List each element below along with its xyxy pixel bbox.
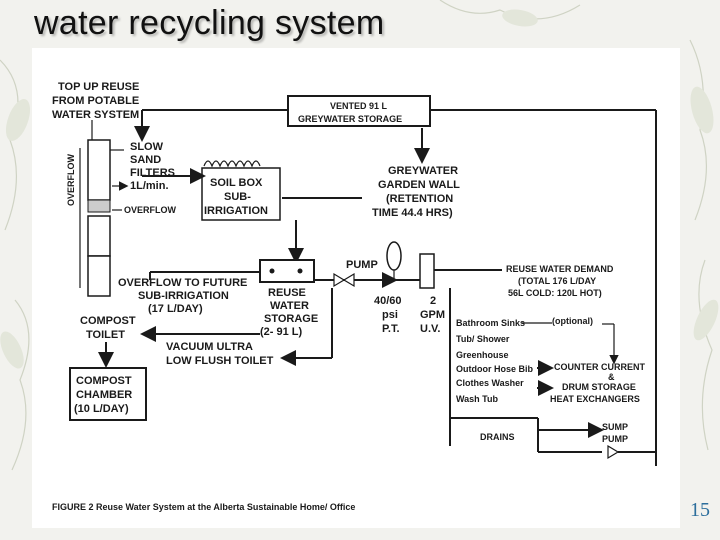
label-demand-3: 56L COLD: 120L HOT) [508,288,602,298]
label-psi-1: 40/60 [374,295,402,307]
diagram-canvas: TOP UP REUSE FROM POTABLE WATER SYSTEM O… [52,81,657,512]
figure-caption: FIGURE 2 Reuse Water System at the Alber… [52,502,355,512]
label-reuse-storage-3: STORAGE [264,313,318,325]
soil-box [201,167,281,221]
label-chamber-3: (10 L/DAY) [74,403,129,415]
label-compost-toilet-2: TOILET [86,329,125,341]
label-chamber-2: CHAMBER [76,389,132,401]
tank-sensor-dot [269,268,275,274]
label-reuse-storage-2: WATER [270,300,309,312]
slide-number: 15 [690,499,710,521]
label-vacuum-1: VACUUM ULTRA [166,341,253,353]
sand-filter-lower [87,215,111,257]
label-counter-4: HEAT EXCHANGERS [550,394,640,404]
sand-filter-upper [87,139,111,201]
label-sump-2: PUMP [602,434,628,444]
label-reuse-storage-1: REUSE [268,287,306,299]
fixture-bathroom-sinks: Bathroom Sinks [456,318,525,328]
label-garden-1: GREYWATER [388,165,458,177]
label-vacuum-2: LOW FLUSH TOILET [166,355,274,367]
label-vented-1: VENTED 91 L [330,101,388,111]
label-gpm-2: GPM [420,309,445,321]
label-drains: DRAINS [480,432,515,442]
label-overflow-vertical: OVERFLOW [66,153,76,206]
label-gpm-3: U.V. [420,323,440,335]
label-chamber-1: COMPOST [76,375,132,387]
sand-filter-base [87,255,111,297]
label-pump: PUMP [346,259,378,271]
fixture-tub-shower: Tub/ Shower [456,334,510,344]
label-slow-sand-1: SLOW [130,141,164,153]
label-demand-2: (TOTAL 176 L/DAY [518,276,596,286]
label-counter-2: & [608,372,615,382]
label-compost-toilet-1: COMPOST [80,315,136,327]
sump-pump-symbol [607,444,620,460]
pump-symbol [333,272,355,288]
label-counter-1: COUNTER CURRENT [554,362,646,372]
label-optional: (optional) [552,316,593,326]
label-flow-rate: 1L/min. [130,180,169,192]
label-soil-box-3: IRRIGATION [204,205,268,217]
uv-unit [419,253,435,289]
vented-greywater-storage-box [287,95,431,127]
label-overflow-future-2: SUB-IRRIGATION [138,290,229,302]
label-overflow-horizontal: OVERFLOW [124,205,177,215]
reuse-water-system-diagram: TOP UP REUSE FROM POTABLE WATER SYSTEM O… [32,48,680,528]
fixture-greenhouse: Greenhouse [456,350,509,360]
label-top-up-2: FROM POTABLE [52,95,139,107]
label-demand-1: REUSE WATER DEMAND [506,264,614,274]
label-overflow-future-1: OVERFLOW TO FUTURE [118,277,247,289]
pressure-tank [386,241,402,271]
label-garden-2: GARDEN WALL [378,179,460,191]
compost-chamber-box [69,367,147,421]
label-garden-3: (RETENTION [386,193,453,205]
fixture-outdoor-hose-bib: Outdoor Hose Bib [456,364,533,374]
label-soil-box-1: SOIL BOX [210,177,263,189]
label-soil-box-2: SUB- [224,191,251,203]
label-top-up-3: WATER SYSTEM [52,109,139,121]
label-gpm-1: 2 [430,295,436,307]
label-slow-sand-2: SAND [130,154,161,166]
label-sump-1: SUMP [602,422,628,432]
tank-sensor-dot [297,268,303,274]
label-reuse-storage-4: (2- 91 L) [260,326,303,338]
slide-title: water recycling system [34,4,385,42]
sand-filter-gravel [87,199,111,213]
reuse-storage-tank [259,259,315,283]
fixture-wash-tub: Wash Tub [456,394,498,404]
label-top-up-1: TOP UP REUSE [58,81,139,93]
label-psi-2: psi [382,309,398,321]
label-overflow-future-3: (17 L/DAY) [148,303,203,315]
label-slow-sand-3: FILTERS [130,167,175,179]
plant-symbols [203,160,261,168]
fixture-clothes-washer: Clothes Washer [456,378,524,388]
label-counter-3: DRUM STORAGE [562,382,636,392]
label-vented-2: GREYWATER STORAGE [298,114,402,124]
label-garden-4: TIME 44.4 HRS) [372,207,453,219]
label-psi-3: P.T. [382,323,400,335]
